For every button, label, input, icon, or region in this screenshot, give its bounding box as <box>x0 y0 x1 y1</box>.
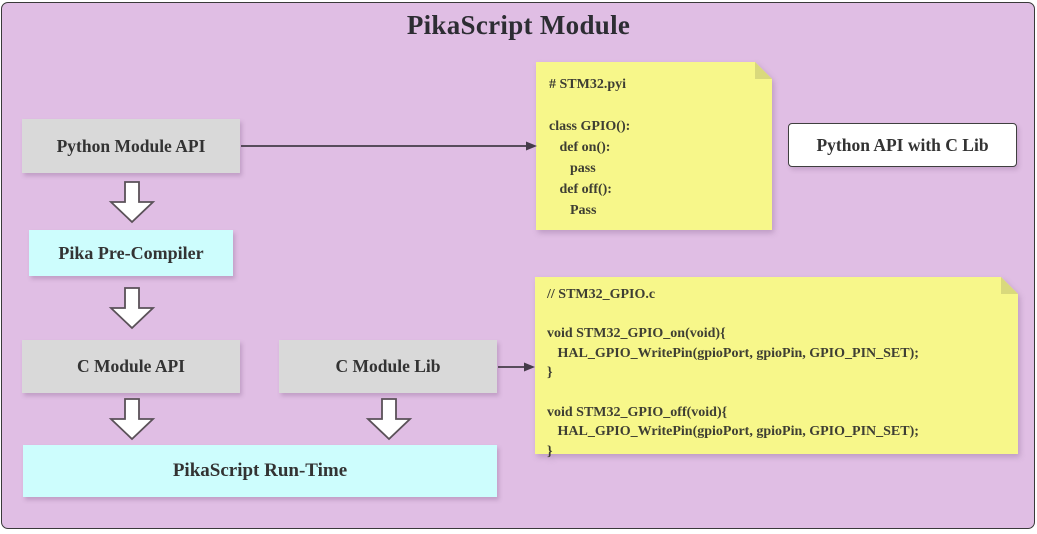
right-arrow-icon <box>498 362 535 372</box>
python-api-with-c-lib-label: Python API with C Lib <box>816 134 989 155</box>
pika-pre-compiler-label: Pika Pre-Compiler <box>58 242 204 263</box>
c-module-api-box: C Module API <box>22 340 240 393</box>
python-stub-code: # STM32.pyi class GPIO(): def on(): pass… <box>549 77 631 218</box>
right-arrow-icon <box>241 141 537 151</box>
stm32-pyi-code-note: # STM32.pyi class GPIO(): def on(): pass… <box>536 62 772 230</box>
down-arrow-icon <box>108 181 156 224</box>
c-module-api-label: C Module API <box>77 356 185 376</box>
python-module-api-label: Python Module API <box>56 135 206 156</box>
pikascript-runtime-label: PikaScript Run-Time <box>172 460 348 481</box>
c-module-lib-label: C Module Lib <box>335 356 441 376</box>
note-fold-corner-icon <box>755 62 772 79</box>
c-impl-code: // STM32_GPIO.c void STM32_GPIO_on(void)… <box>547 287 919 459</box>
down-arrow-icon <box>108 398 156 441</box>
note-paper <box>536 62 772 230</box>
pika-pre-compiler-box: Pika Pre-Compiler <box>29 230 233 276</box>
pikascript-runtime-box: PikaScript Run-Time <box>23 445 497 497</box>
note-paper <box>535 277 1018 454</box>
down-arrow-icon <box>108 287 156 330</box>
stm32-gpio-c-code-note: // STM32_GPIO.c void STM32_GPIO_on(void)… <box>535 277 1018 459</box>
python-api-with-c-lib-box: Python API with C Lib <box>788 123 1017 167</box>
diagram-title: PikaScript Module <box>406 10 631 40</box>
python-module-api-box: Python Module API <box>22 119 240 173</box>
c-module-lib-box: C Module Lib <box>279 340 497 393</box>
note-fold-corner-icon <box>1001 277 1018 294</box>
down-arrow-icon <box>365 398 413 441</box>
